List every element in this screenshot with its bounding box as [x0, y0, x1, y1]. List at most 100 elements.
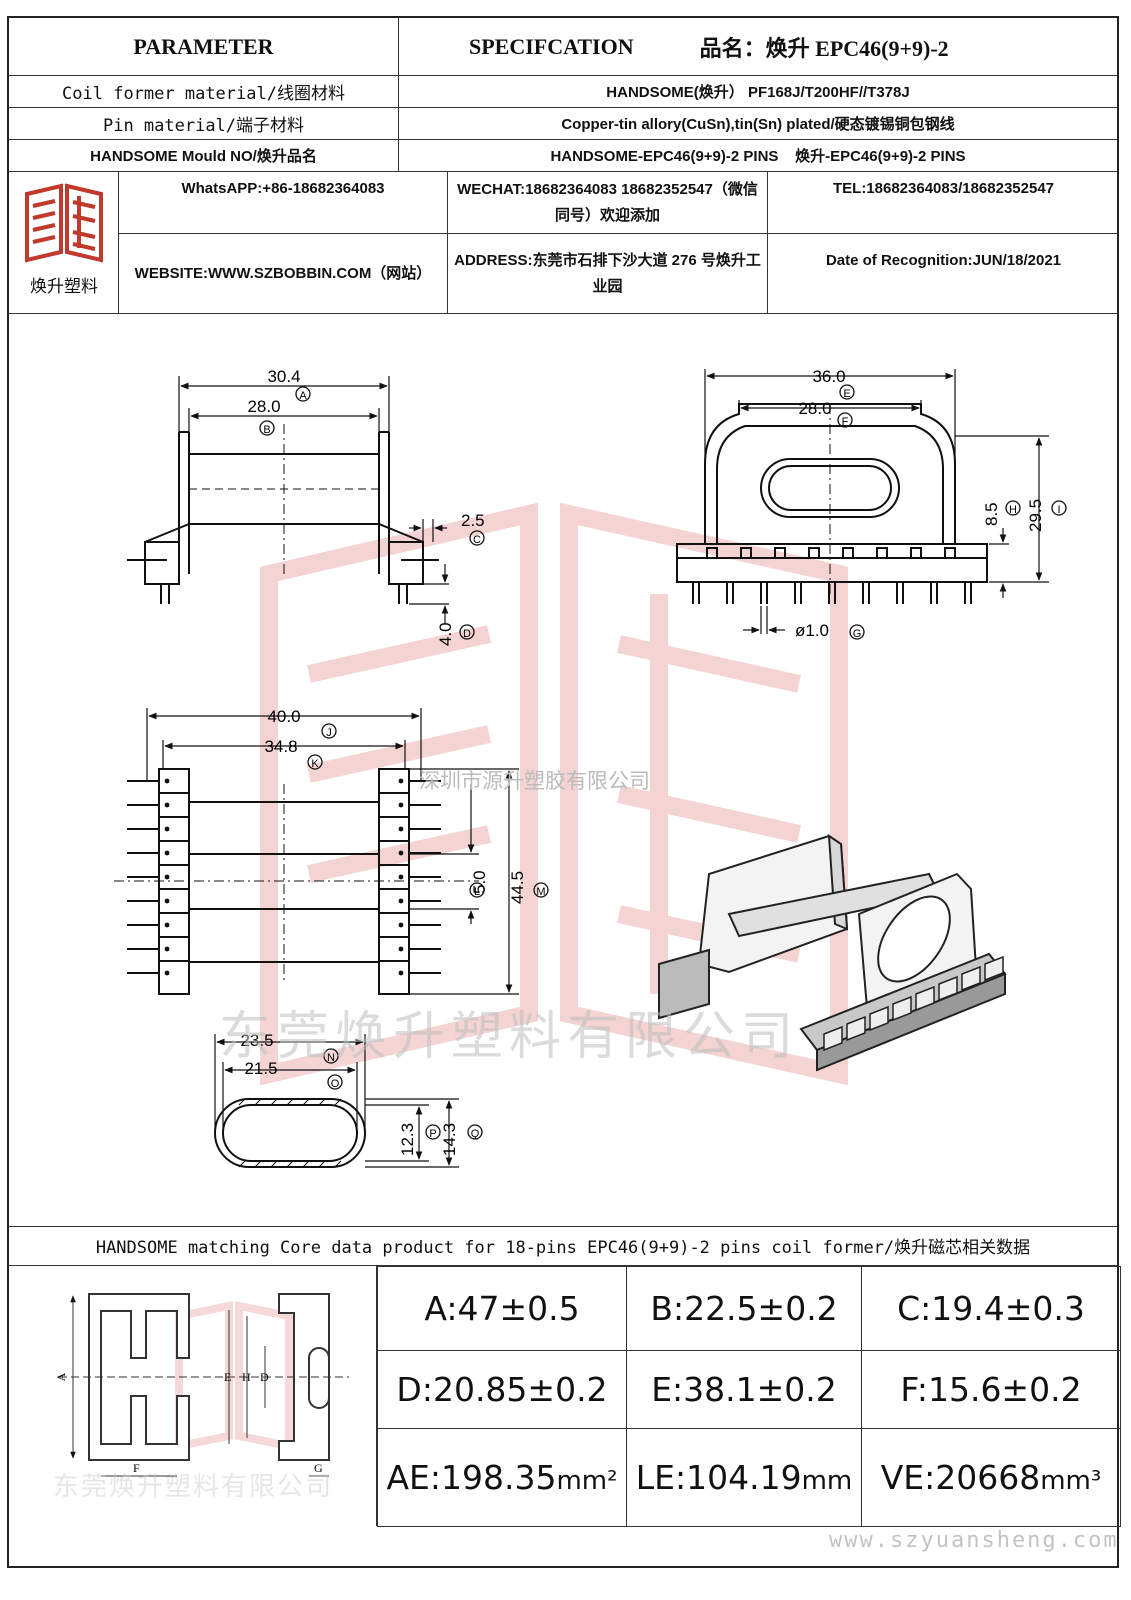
- logo-cell: 焕升塑料: [9, 172, 119, 313]
- technical-drawing: 30.4 A 28.0 B 2.5 C 4.0 D: [9, 314, 1117, 1227]
- svg-text:B: B: [263, 424, 270, 436]
- wechat: WECHAT:18682364083 18682352547（微信同号）欢迎添加: [448, 172, 768, 234]
- side-view-dimensions: [178, 376, 449, 624]
- svg-text:K: K: [311, 758, 319, 770]
- specification-heading: SPECIFCATION: [469, 33, 634, 59]
- core-data-title: HANDSOME matching Core data product for …: [9, 1226, 1117, 1266]
- mould-no-value: HANDSOME-EPC46(9+9)-2 PINS 焕升-EPC46(9+9)…: [550, 148, 966, 165]
- core-dim-A: A:47±0.5: [377, 1266, 627, 1351]
- core-LE-value: LE:104.19: [635, 1458, 802, 1497]
- svg-text:O: O: [331, 1078, 340, 1090]
- dim-C-value: 2.5: [461, 511, 485, 530]
- coil-material-row: Coil former material/线圈材料 HANDSOME(焕升） P…: [9, 76, 1117, 108]
- pin-material-row: Pin material/端子材料 Copper-tin allory(CuSn…: [9, 108, 1117, 140]
- front-view-dimensions: [704, 369, 1049, 634]
- svg-text:E: E: [224, 1370, 231, 1384]
- dim-F-value: 28.0: [798, 399, 831, 418]
- core-dim-E: E:38.1±0.2: [626, 1350, 862, 1429]
- core-watermark: 东莞焕升塑料有限公司: [53, 1471, 334, 1501]
- pin-material-value: Copper-tin allory(CuSn),tin(Sn) plated/硬…: [561, 116, 955, 133]
- section-hatch: [238, 1098, 342, 1168]
- coil-material-value: HANDSOME(焕升） PF168J/T200HF//T378J: [606, 84, 910, 101]
- core-LE: LE:104.19mm: [626, 1428, 862, 1527]
- core-diagram-canvas: A E H D F G: [54, 1293, 349, 1477]
- mould-no-row: HANDSOME Mould NO/焕升品名 HANDSOME-EPC46(9+…: [9, 140, 1117, 172]
- dim-M-value: 44.5: [508, 871, 527, 904]
- isometric-view-terminals: [823, 955, 1004, 1052]
- address: ADDRESS:东莞市石排下沙大道 276 号焕升工业园: [448, 234, 768, 314]
- core-AE: AE:198.35mm²: [377, 1428, 627, 1527]
- dim-I-value: 29.5: [1026, 499, 1045, 532]
- section-view: [214, 1098, 366, 1168]
- svg-text:A: A: [299, 390, 307, 402]
- core-AE-value: AE:198.35: [386, 1458, 557, 1497]
- dim-O-value: 21.5: [244, 1059, 277, 1078]
- core-AE-unit: mm²: [556, 1466, 618, 1496]
- dim-A-value: 30.4: [267, 367, 300, 386]
- svg-text:G: G: [314, 1461, 323, 1475]
- big-watermark: 东莞焕升塑料有限公司: [219, 1008, 799, 1066]
- svg-text:I: I: [1057, 504, 1060, 516]
- svg-text:H: H: [242, 1370, 251, 1384]
- background-logo-watermark: [260, 502, 848, 1086]
- dim-K-value: 34.8: [264, 737, 297, 756]
- company-info: 焕升塑料 WhatsAPP:+86-18682364083 WECHAT:186…: [9, 172, 1119, 314]
- bottom-view-dimensions: [146, 708, 519, 995]
- core-data: A E H D F G 东莞焕升塑料有限公司 A:47±0.5 B:22.5±0…: [9, 1266, 1121, 1570]
- logo-text: 焕升塑料: [30, 277, 98, 296]
- dim-H-value: 8.5: [982, 502, 1001, 526]
- dim-D-value: 4.0: [436, 622, 455, 646]
- svg-text:E: E: [843, 388, 850, 400]
- table-row: A:47±0.5 B:22.5±0.2 C:19.4±0.3: [377, 1266, 1121, 1351]
- svg-text:A: A: [54, 1372, 68, 1381]
- dim-G-value: ø1.0: [795, 621, 829, 640]
- front-view-pins: [692, 547, 972, 604]
- core-VE: VE:20668mm³: [861, 1428, 1121, 1527]
- core-dim-B: B:22.5±0.2: [626, 1266, 862, 1351]
- top-watermark: 深圳市源升塑胶有限公司: [419, 770, 650, 793]
- svg-text:P: P: [429, 1128, 436, 1140]
- svg-text:Q: Q: [471, 1128, 480, 1140]
- mould-no-label: HANDSOME Mould NO/焕升品名: [9, 140, 399, 171]
- table-row: D:20.85±0.2 E:38.1±0.2 F:15.6±0.2: [377, 1350, 1121, 1429]
- recognition-date: Date of Recognition:JUN/18/2021: [825, 252, 1062, 269]
- dim-Q-value: 14.3: [440, 1123, 459, 1156]
- dim-P-value: 12.3: [398, 1123, 417, 1156]
- svg-text:H: H: [1009, 504, 1017, 516]
- parameter-heading: PARAMETER: [9, 18, 399, 75]
- svg-text:F: F: [842, 416, 849, 428]
- core-dimension-lines: [70, 1295, 329, 1477]
- product-name: 焕升 EPC46(9+9)-2: [765, 35, 949, 61]
- core-dim-D: D:20.85±0.2: [377, 1350, 627, 1429]
- dim-N-value: 23.5: [240, 1031, 273, 1050]
- table-row: AE:198.35mm² LE:104.19mm VE:20668mm³: [377, 1428, 1121, 1527]
- telephone: TEL:18682364083/18682352547: [768, 172, 1119, 234]
- core-dim-C: C:19.4±0.3: [861, 1266, 1121, 1351]
- core-VE-unit: mm³: [1040, 1466, 1102, 1496]
- core-LE-unit: mm: [801, 1466, 853, 1496]
- svg-text:D: D: [260, 1370, 269, 1384]
- drawing-canvas: 30.4 A 28.0 B 2.5 C 4.0 D: [114, 367, 1067, 1168]
- dim-B-value: 28.0: [247, 397, 280, 416]
- spec-sheet: PARAMETER SPECIFCATION 品名： 焕升 EPC46(9+9)…: [7, 16, 1121, 1570]
- product-name-label: 品名：: [699, 35, 766, 61]
- dim-E-value: 36.0: [812, 367, 845, 386]
- spec-heading-cell: SPECIFCATION 品名： 焕升 EPC46(9+9)-2: [399, 18, 1117, 75]
- whatsapp: WhatsAPP:+86-18682364083: [119, 172, 448, 234]
- svg-text:J: J: [326, 727, 332, 739]
- core-diagram: A E H D F G 东莞焕升塑料有限公司: [9, 1266, 377, 1526]
- website: WEBSITE:WWW.SZBOBBIN.COM（网站）: [119, 234, 448, 314]
- url-watermark: www.szyuansheng.com: [829, 1528, 1119, 1553]
- svg-text:L: L: [474, 886, 480, 898]
- svg-text:M: M: [536, 886, 545, 898]
- section-view-dimensions: [214, 1034, 459, 1168]
- pin-material-label: Pin material/端子材料: [9, 108, 399, 139]
- svg-text:N: N: [327, 1052, 335, 1064]
- svg-text:D: D: [463, 628, 471, 640]
- core-dimensions-table: A:47±0.5 B:22.5±0.2 C:19.4±0.3 D:20.85±0…: [377, 1266, 1121, 1527]
- dim-J-value: 40.0: [267, 707, 300, 726]
- core-dim-F: F:15.6±0.2: [861, 1350, 1121, 1429]
- svg-text:C: C: [473, 534, 481, 546]
- coil-material-label: Coil former material/线圈材料: [9, 76, 399, 107]
- header-row: PARAMETER SPECIFCATION 品名： 焕升 EPC46(9+9)…: [9, 18, 1117, 76]
